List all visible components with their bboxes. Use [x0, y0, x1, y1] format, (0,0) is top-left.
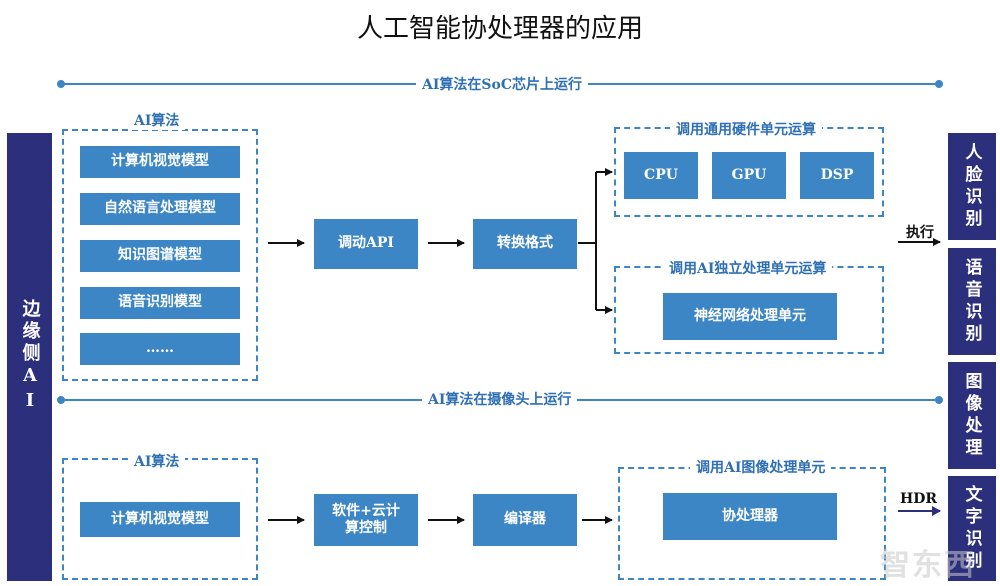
- call-api-box: 调动API: [314, 219, 418, 269]
- app-image-processing: 图像处理: [948, 362, 996, 469]
- model-computer-vision: 计算机视觉模型: [80, 146, 240, 178]
- independent-ai-label: 调用AI独立处理单元运算: [663, 258, 833, 278]
- bottom-section-header: AI算法在摄像头上运行: [422, 389, 578, 409]
- app-text-recognition: 文字识别: [948, 476, 996, 581]
- edge-ai-bar: 边缘侧AI: [7, 133, 52, 581]
- chip-gpu: GPU: [712, 152, 786, 199]
- app-speech-recognition: 语音识别: [948, 248, 996, 355]
- software-cloud-control-label: 软件+云计算控制: [332, 502, 400, 537]
- model-more: ……: [80, 333, 240, 365]
- bottom-line-dot-right: [935, 396, 943, 404]
- top-line-dot-right: [935, 80, 943, 88]
- chip-dsp: DSP: [800, 152, 874, 199]
- model-nlp: 自然语言处理模型: [80, 193, 240, 225]
- watermark-logo: 智东西: [880, 548, 976, 583]
- model-knowledge-graph: 知识图谱模型: [80, 240, 240, 272]
- bottom-model-computer-vision: 计算机视觉模型: [80, 502, 240, 537]
- hdr-label: HDR: [900, 491, 938, 507]
- chip-cpu: CPU: [624, 152, 698, 199]
- compiler-box: 编译器: [473, 494, 577, 546]
- image-processing-label: 调用AI图像处理单元: [690, 457, 832, 477]
- diagram-title: 人工智能协处理器的应用: [356, 14, 643, 44]
- model-speech-recognition: 语音识别模型: [80, 287, 240, 319]
- bottom-algo-group-label: AI算法: [128, 451, 186, 471]
- top-algo-group-label: AI算法: [128, 110, 186, 130]
- coprocessor-box: 协处理器: [663, 493, 837, 540]
- top-flow-arrows: [268, 168, 941, 314]
- npu-box: 神经网络处理单元: [663, 293, 837, 340]
- general-hardware-label: 调用通用硬件单元运算: [670, 119, 822, 139]
- top-algo-group: [62, 129, 258, 381]
- software-cloud-control-box: 软件+云计算控制: [314, 494, 418, 546]
- edge-ai-label: 边缘侧AI: [19, 299, 41, 415]
- convert-format-box: 转换格式: [473, 219, 577, 269]
- app-face-recognition: 人脸识别: [948, 133, 996, 240]
- execute-label: 执行: [906, 225, 934, 241]
- top-section-header: AI算法在SoC芯片上运行: [416, 74, 589, 94]
